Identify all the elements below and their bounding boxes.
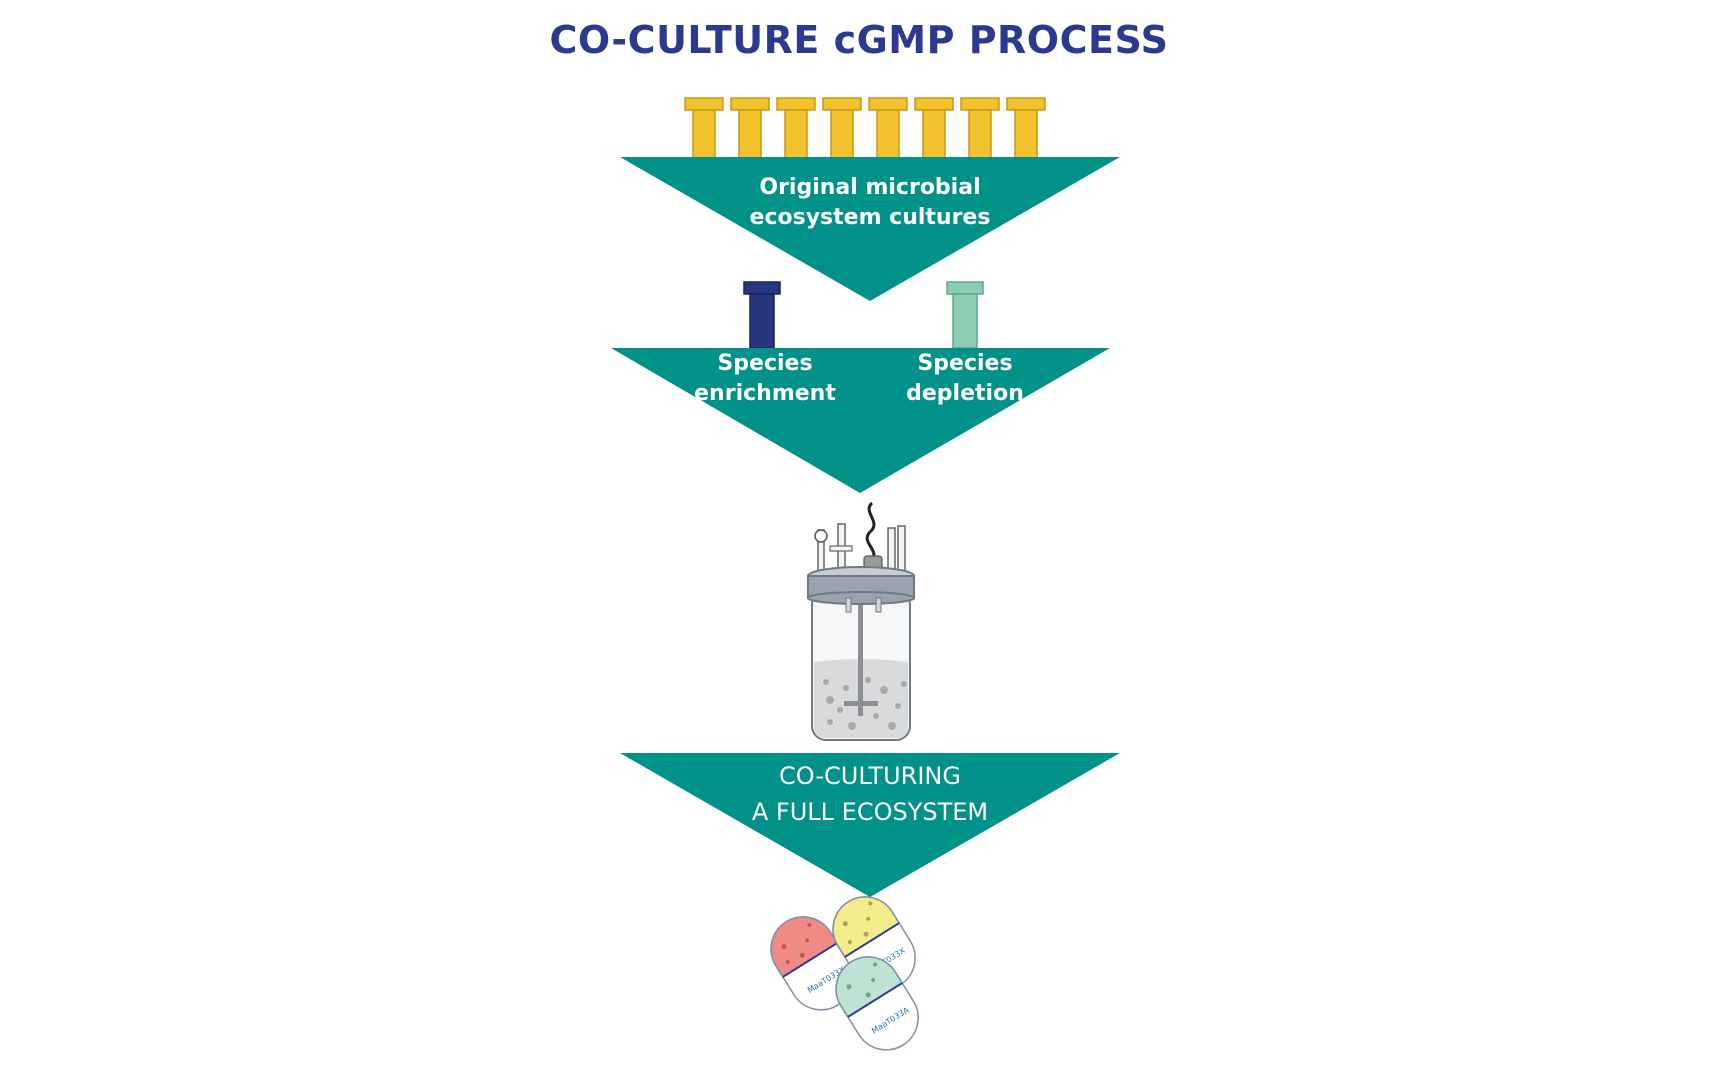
yellow-tube-row bbox=[684, 97, 1046, 159]
culture-tube-icon bbox=[960, 97, 1000, 159]
step-3-line-1: CO-CULTURING bbox=[779, 762, 961, 790]
capsule-icon: MaaT033A bbox=[835, 956, 919, 1051]
culture-tube-icon bbox=[776, 97, 816, 159]
step-3-label: CO-CULTURING A FULL ECOSYSTEM bbox=[670, 758, 1070, 830]
funnel-step-1 bbox=[620, 157, 1120, 301]
culture-tube-icon bbox=[946, 281, 984, 349]
funnel-step-3 bbox=[620, 753, 1120, 897]
diagram-title: CO-CULTURE cGMP PROCESS bbox=[549, 18, 1169, 62]
culture-tube-icon bbox=[868, 97, 908, 159]
step-3-line-2: A FULL ECOSYSTEM bbox=[751, 798, 989, 826]
enrichment-line-2: enrichment bbox=[694, 381, 836, 406]
bioreactor-icon bbox=[807, 501, 915, 741]
species-enrichment-label: Species enrichment bbox=[680, 349, 850, 409]
step-1-line-2: ecosystem cultures bbox=[749, 205, 991, 230]
step-1-line-1: Original microbial bbox=[759, 175, 981, 200]
culture-tube-icon bbox=[743, 281, 781, 349]
culture-tube-icon bbox=[822, 97, 862, 159]
culture-tube-icon bbox=[914, 97, 954, 159]
step-1-label: Original microbial ecosystem cultures bbox=[720, 173, 1020, 233]
culture-tube-icon bbox=[684, 97, 724, 159]
culture-tube-icon bbox=[1006, 97, 1046, 159]
funnel-step-2 bbox=[611, 348, 1110, 493]
depletion-line-2: depletion bbox=[906, 381, 1024, 406]
depletion-line-1: Species bbox=[917, 351, 1013, 376]
culture-tube-icon bbox=[730, 97, 770, 159]
enrichment-line-1: Species bbox=[717, 351, 813, 376]
species-depletion-label: Species depletion bbox=[880, 349, 1050, 409]
capsule-icon: MaaT033X bbox=[770, 916, 854, 1011]
